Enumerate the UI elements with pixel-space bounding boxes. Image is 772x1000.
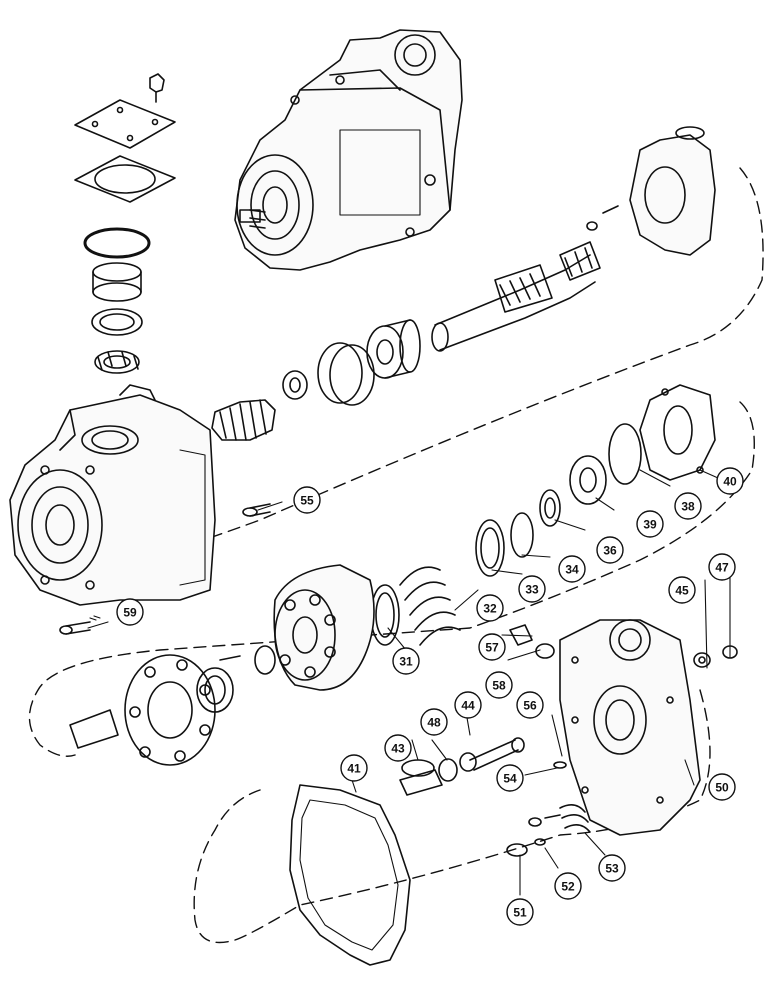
callout-circle: [116, 598, 144, 626]
callout-number: 59: [123, 606, 137, 620]
callout-number: 38: [681, 500, 695, 514]
callout-number: 45: [675, 584, 689, 598]
callout-number: 58: [492, 679, 506, 693]
leader-lines: [87, 469, 731, 896]
callout-32: 32: [476, 594, 504, 622]
callout-circle: [340, 754, 368, 782]
callout-number: 52: [561, 880, 575, 894]
end-cap: [509, 619, 738, 836]
callout-50: 50: [708, 773, 736, 801]
callout-circle: [478, 633, 506, 661]
callout-54: 54: [496, 764, 524, 792]
callout-45: 45: [668, 576, 696, 604]
callout-circle: [392, 647, 420, 675]
callout-circle: [506, 898, 534, 926]
callout-41: 41: [340, 754, 368, 782]
callout-57: 57: [478, 633, 506, 661]
callout-circle: [293, 486, 321, 514]
drive-shaft-row: [211, 126, 716, 441]
cylinder-block: [69, 564, 375, 766]
callout-circle: [596, 536, 624, 564]
callout-number: 31: [399, 655, 413, 669]
callout-circle: [716, 467, 744, 495]
callout-number: 55: [300, 494, 314, 508]
callout-circle: [554, 872, 582, 900]
callout-48: 48: [420, 708, 448, 736]
callout-40: 40: [716, 467, 744, 495]
callout-number: 53: [605, 862, 619, 876]
callout-circle: [674, 492, 702, 520]
callout-number: 34: [565, 563, 579, 577]
callout-circle: [476, 594, 504, 622]
pump-housing: [9, 384, 216, 606]
callout-number: 36: [603, 544, 617, 558]
callout-number: 33: [525, 583, 539, 597]
callout-circle: [708, 773, 736, 801]
callout-43: 43: [384, 734, 412, 762]
callout-number: 50: [715, 781, 729, 795]
callout-number: 56: [523, 699, 537, 713]
callout-58: 58: [485, 671, 513, 699]
callout-circle: [708, 553, 736, 581]
callout-number: 41: [347, 762, 361, 776]
callout-36: 36: [596, 536, 624, 564]
callout-circle: [496, 764, 524, 792]
callout-number: 39: [643, 518, 657, 532]
callout-number: 43: [391, 742, 405, 756]
callout-38: 38: [674, 492, 702, 520]
callout-number: 47: [715, 561, 729, 575]
callout-number: 40: [723, 475, 737, 489]
callout-39: 39: [636, 510, 664, 538]
callout-number: 57: [485, 641, 499, 655]
callout-circle: [384, 734, 412, 762]
callout-52: 52: [554, 872, 582, 900]
bottom-parts: [289, 737, 591, 966]
top-cover-stack: [74, 73, 176, 374]
callout-circle: [668, 576, 696, 604]
callout-circle: [518, 575, 546, 603]
callout-number: 32: [483, 602, 497, 616]
callout-51: 51: [506, 898, 534, 926]
callout-59: 59: [116, 598, 144, 626]
callout-number: 44: [461, 699, 475, 713]
callout-55: 55: [293, 486, 321, 514]
callout-number: 54: [503, 772, 517, 786]
assembled-pump: [234, 29, 463, 271]
callout-circle: [558, 555, 586, 583]
callout-31: 31: [392, 647, 420, 675]
callout-circle: [598, 854, 626, 882]
callout-circle: [516, 691, 544, 719]
callout-56: 56: [516, 691, 544, 719]
callout-number: 48: [427, 716, 441, 730]
callout-number: 51: [513, 906, 527, 920]
callout-labels: 31 32 33 34 36 38 39 40 41 43 44 45 47 48 50 51 52 53 54 55…: [116, 467, 744, 926]
callout-47: 47: [708, 553, 736, 581]
callout-circle: [454, 691, 482, 719]
callout-34: 34: [558, 555, 586, 583]
callout-circle: [485, 671, 513, 699]
callout-circle: [420, 708, 448, 736]
callout-44: 44: [454, 691, 482, 719]
callout-33: 33: [518, 575, 546, 603]
callout-53: 53: [598, 854, 626, 882]
callout-circle: [636, 510, 664, 538]
